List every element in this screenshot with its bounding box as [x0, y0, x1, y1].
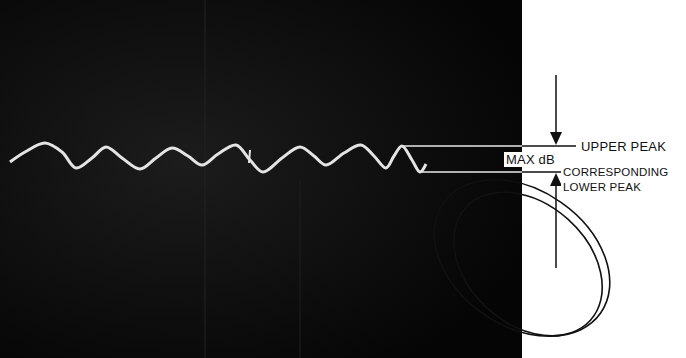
graticule-line [300, 180, 301, 358]
callout-label: UPPER PEAK [579, 139, 683, 154]
scope-screen [0, 0, 522, 358]
callout-label: CORRESPONDING LOWER PEAK [561, 165, 683, 195]
waveform-trace [10, 143, 426, 172]
leader-line [402, 145, 522, 147]
graticule-line [205, 0, 206, 358]
dimension-arrow [555, 75, 557, 134]
trace-spike [249, 150, 250, 163]
leader-line [522, 145, 576, 147]
arrow-head [550, 132, 562, 145]
leader-line [422, 171, 522, 173]
measurement-label: MAX dB [504, 152, 557, 167]
